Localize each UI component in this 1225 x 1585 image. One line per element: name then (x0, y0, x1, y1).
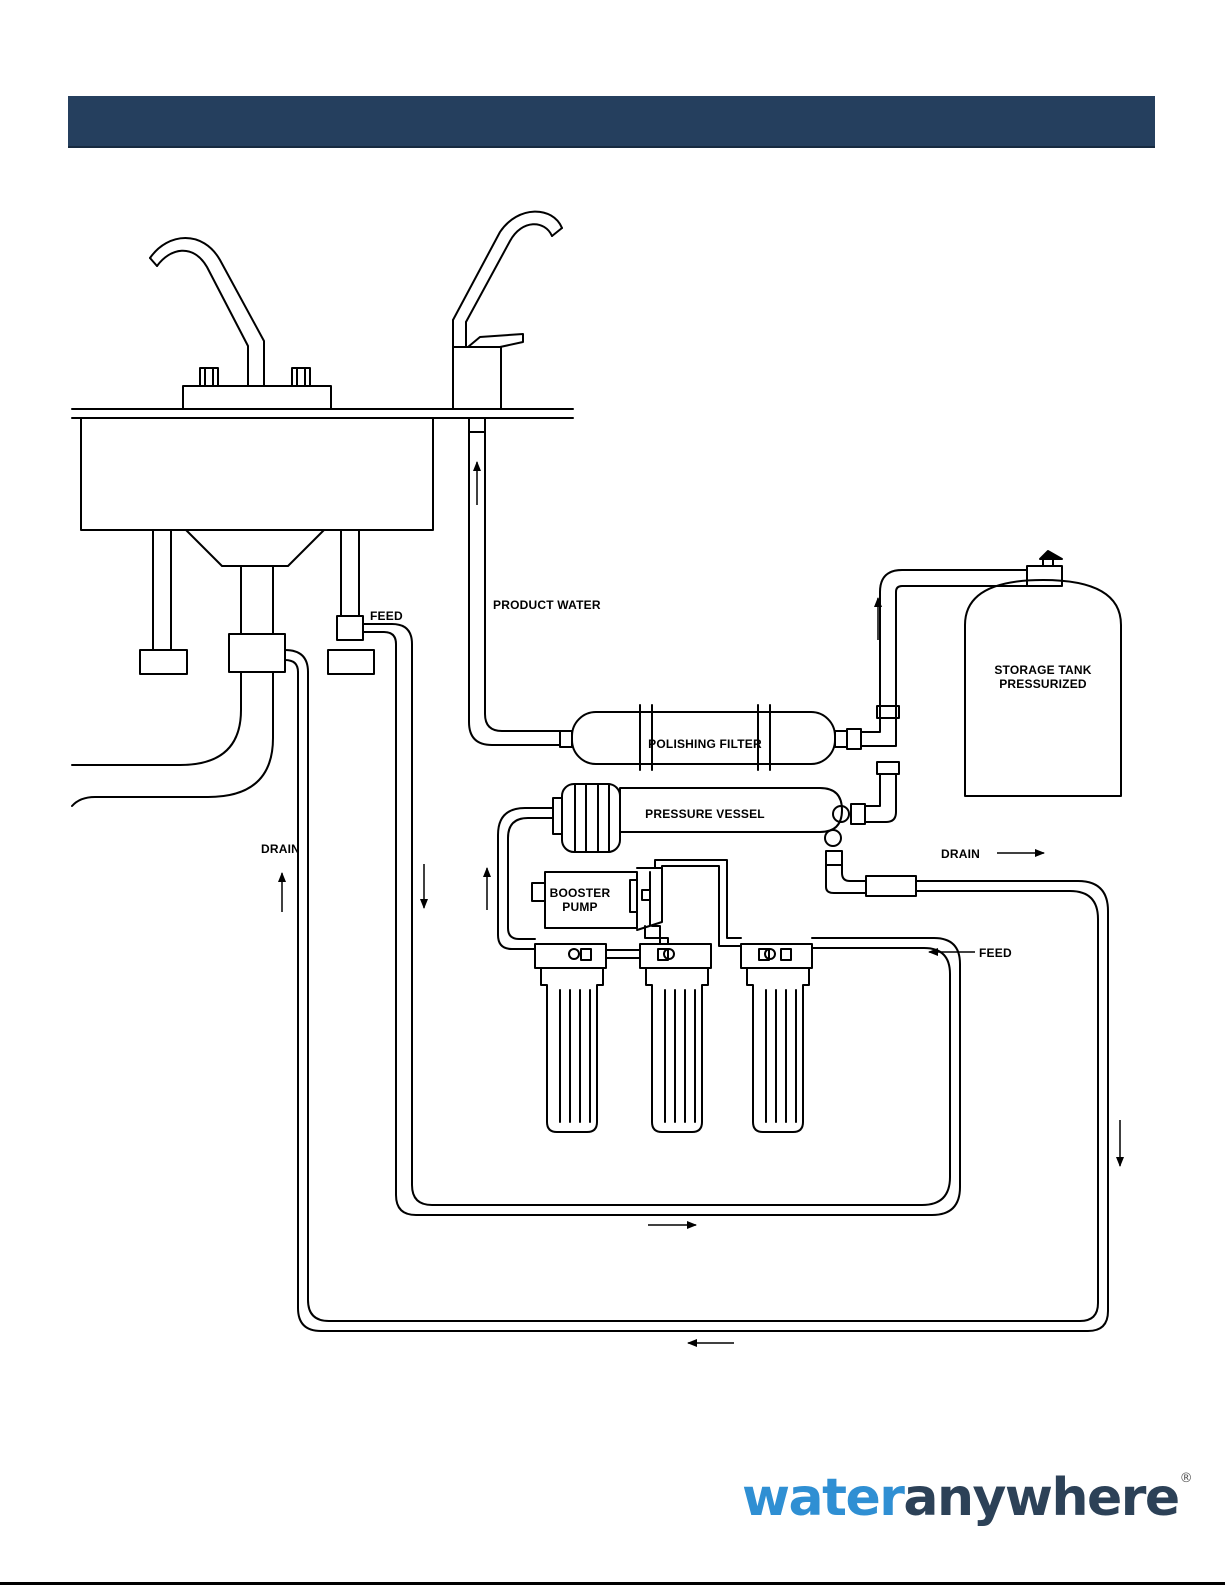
sink-supply-pipes (140, 530, 374, 674)
label-booster-pump-2: PUMP (562, 900, 597, 914)
company-logo: wateranywhere® (742, 1472, 1179, 1524)
cartridge-filter-3 (741, 944, 812, 1132)
label-storage-tank: STORAGE TANK (994, 663, 1091, 677)
sink-basin (81, 418, 433, 566)
label-booster-pump: BOOSTER (550, 886, 611, 900)
ro-faucet-icon (453, 212, 562, 432)
label-polishing-filter: POLISHING FILTER (648, 737, 762, 751)
product-water-tube (469, 432, 560, 745)
label-pressure-vessel: PRESSURE VESSEL (645, 807, 765, 821)
pressure-vessel (553, 784, 865, 865)
drain-pipe (72, 566, 285, 806)
registered-mark-icon: ® (1180, 1472, 1193, 1485)
countertop (72, 409, 573, 418)
cartridge-filter-2 (640, 944, 711, 1132)
label-storage-tank-pressurized: PRESSURIZED (999, 677, 1087, 691)
logo-part-water: water (742, 1468, 903, 1528)
cartridge-filter-1 (535, 944, 606, 1132)
tank-tube (861, 570, 1027, 822)
label-product-water: PRODUCT WATER (493, 598, 601, 612)
drain-tube (285, 650, 1108, 1331)
filter-fittings (569, 949, 791, 960)
label-feed-top: FEED (370, 609, 403, 623)
sink-faucet-icon (150, 238, 331, 409)
label-drain-right: DRAIN (941, 847, 980, 861)
logo-part-anywhere: anywhere (903, 1468, 1178, 1528)
label-drain-left: DRAIN (261, 842, 300, 856)
label-feed-right: FEED (979, 946, 1012, 960)
